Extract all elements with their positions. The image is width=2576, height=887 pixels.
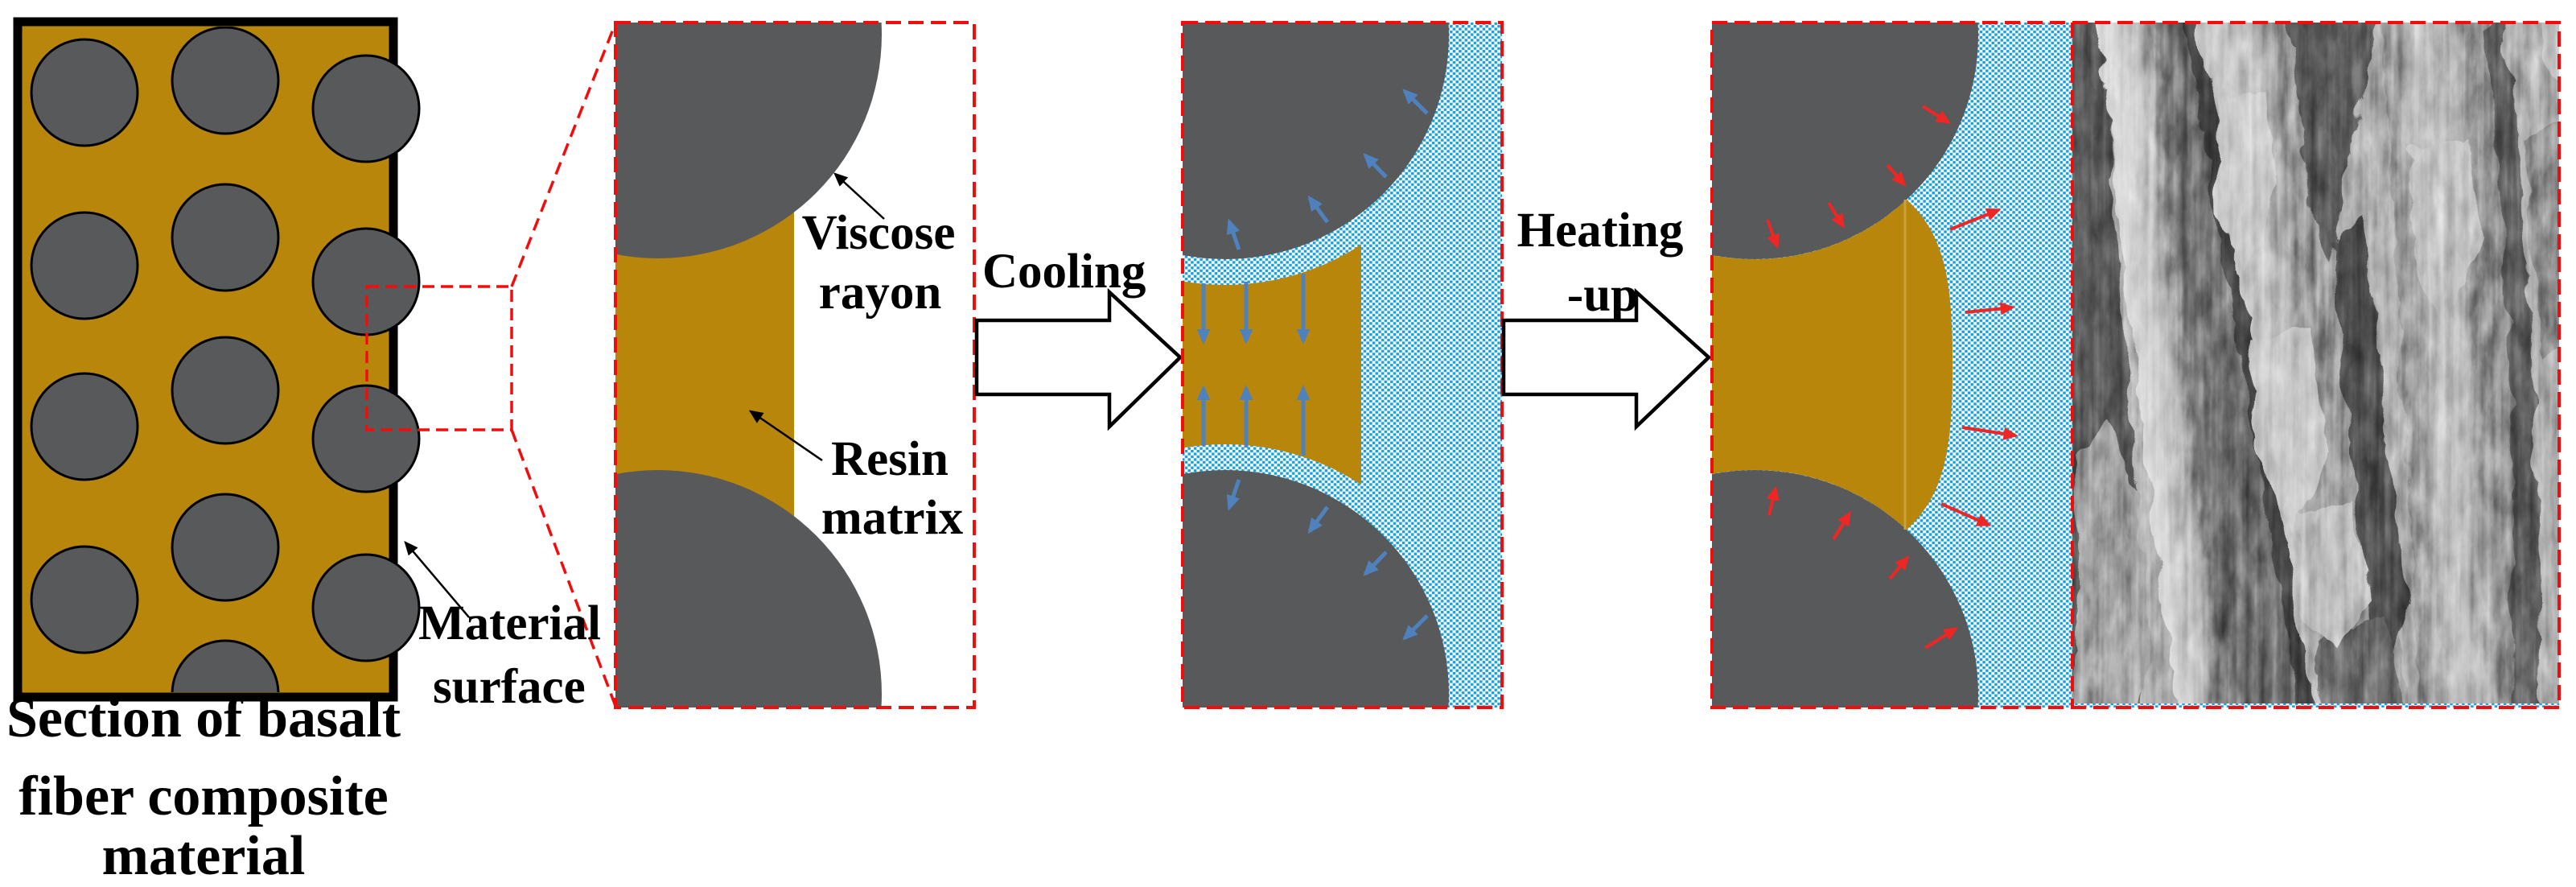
svg-text:Heating: Heating xyxy=(1517,204,1684,258)
svg-text:Viscose: Viscose xyxy=(802,206,956,260)
svg-text:rayon: rayon xyxy=(819,266,942,320)
svg-text:-up: -up xyxy=(1567,268,1638,322)
svg-text:matrix: matrix xyxy=(821,491,964,545)
svg-text:Cooling: Cooling xyxy=(982,245,1146,299)
svg-text:Resin: Resin xyxy=(831,432,949,486)
svg-text:surface: surface xyxy=(433,660,586,714)
svg-text:Section of basalt: Section of basalt xyxy=(6,687,401,749)
svg-text:Material: Material xyxy=(418,596,601,650)
svg-text:material: material xyxy=(102,825,306,887)
svg-text:fiber composite: fiber composite xyxy=(19,765,388,827)
